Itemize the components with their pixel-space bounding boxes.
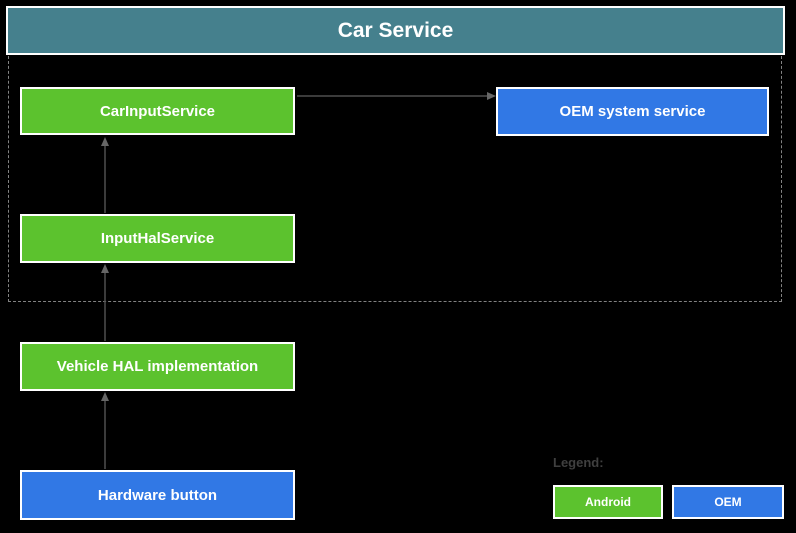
- node-label: CarInputService: [99, 102, 216, 120]
- page-title: Car Service: [337, 18, 454, 42]
- node-label: InputHalService: [100, 230, 215, 247]
- node-label: Hardware button: [97, 486, 218, 504]
- legend-title: Legend:: [553, 455, 604, 470]
- node-label: Vehicle HAL implementation: [56, 358, 259, 375]
- arrow-inputhal-to-carinputservice: [101, 137, 109, 213]
- node-hardware-button: Hardware button: [20, 470, 295, 520]
- legend-oem-label: OEM: [714, 495, 742, 509]
- node-car-input-service: CarInputService: [20, 87, 295, 135]
- node-label: OEM system service: [559, 103, 706, 120]
- arrow-carinputservice-to-oem: [297, 92, 496, 100]
- legend-android-label: Android: [585, 495, 631, 509]
- legend-android-box: Android: [553, 485, 663, 519]
- node-oem-system-service: OEM system service: [496, 87, 769, 136]
- node-vehicle-hal-implementation: Vehicle HAL implementation: [20, 342, 295, 391]
- arrow-vehiclehal-to-inputhal: [101, 264, 109, 341]
- node-input-hal-service: InputHalService: [20, 214, 295, 263]
- legend-oem-box: OEM: [672, 485, 784, 519]
- header-car-service: Car Service: [6, 6, 785, 55]
- arrow-hardwarebutton-to-vehiclehal: [101, 392, 109, 469]
- car-service-boundary: [8, 56, 782, 302]
